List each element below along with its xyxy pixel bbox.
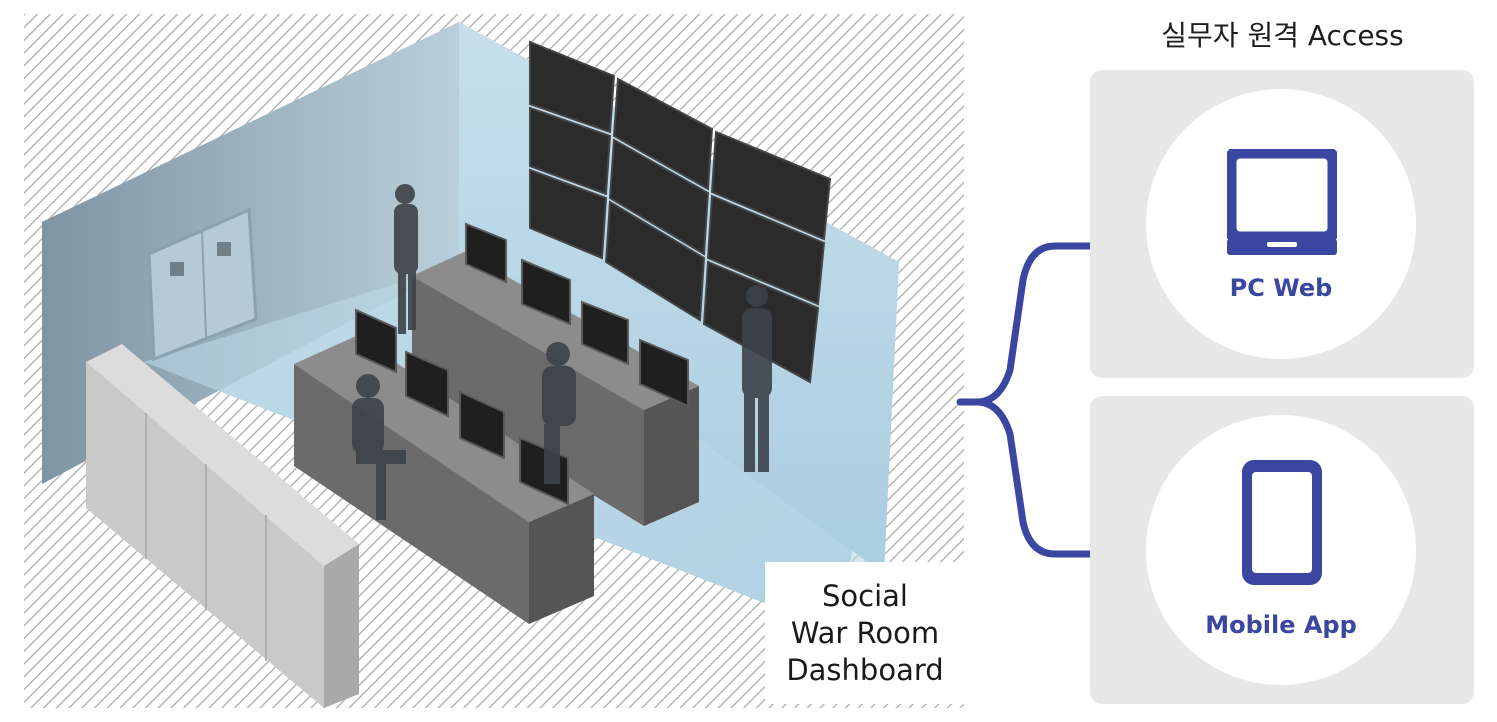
war-room-illustration: Social War Room Dashboard (24, 14, 965, 708)
scene-label-line: Dashboard (786, 652, 944, 687)
scene-label-line: Social (822, 578, 908, 613)
storage-cabinets (86, 344, 359, 708)
scene-label: Social War Room Dashboard (765, 562, 965, 704)
tablet-icon (1242, 460, 1322, 585)
laptop-icon (1227, 149, 1337, 255)
mobile-app-label: Mobile App (1205, 611, 1357, 639)
people-silhouettes (352, 184, 772, 520)
option-circle: PC Web (1146, 89, 1416, 359)
scene-label-line: War Room (790, 615, 940, 650)
mobile-app-card[interactable]: Mobile App (1090, 396, 1474, 704)
pc-web-label: PC Web (1229, 274, 1333, 302)
monitors (465, 222, 689, 408)
desk (412, 252, 699, 526)
door (147, 207, 258, 362)
video-wall (529, 40, 832, 384)
option-circle: Mobile App (1146, 415, 1416, 685)
connector-brace (956, 242, 1095, 558)
pc-web-card[interactable]: PC Web (1090, 70, 1474, 378)
access-title: 실무자 원격 Access (1161, 19, 1404, 52)
